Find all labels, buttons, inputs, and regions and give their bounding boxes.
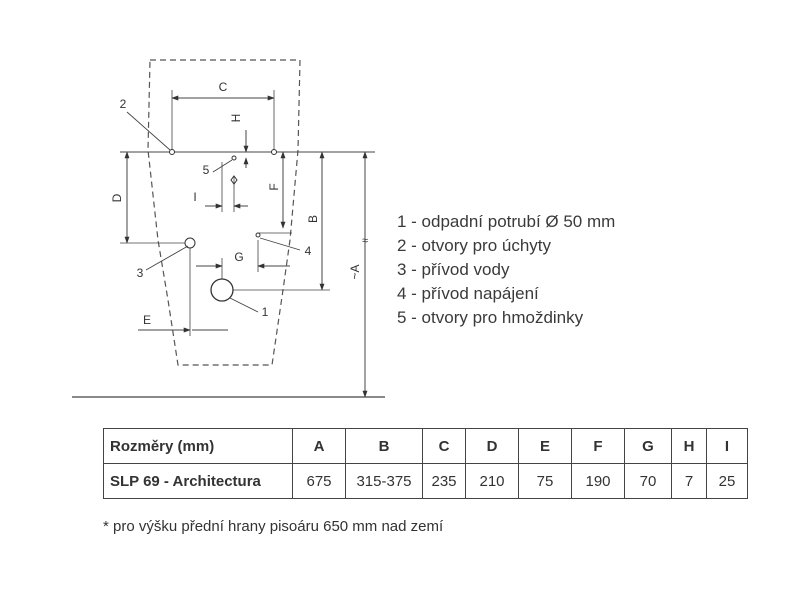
table-header-cell: A: [292, 428, 346, 464]
urinal-outline: [147, 59, 301, 366]
dimension-label-b: B: [306, 215, 320, 223]
callout-4: 4: [305, 244, 312, 258]
legend-item-power-supply: 4 - přívod napájení: [397, 284, 539, 303]
waste-pipe: [210, 278, 234, 302]
table-header-cell: H: [671, 428, 707, 464]
water-inlet: [184, 237, 196, 249]
table-cell: 235: [422, 463, 466, 499]
dimension-label-c: C: [219, 80, 228, 94]
leader-3: [145, 245, 189, 271]
table-cell: 210: [465, 463, 519, 499]
dimension-label-i: I: [193, 190, 196, 204]
dowel-hole: [231, 155, 237, 161]
leader-5: [212, 159, 233, 173]
table-cell: 25: [706, 463, 748, 499]
legend-item-waste-pipe: 1 - odpadní potrubí Ø 50 mm: [397, 212, 616, 231]
dimensions-table: Rozměry (mm) A B C D E F G H I SLP 69 - …: [103, 428, 748, 499]
table-cell: 7: [671, 463, 707, 499]
table-header-cell: E: [518, 428, 572, 464]
power-inlet: [255, 232, 261, 238]
leader-2: [126, 111, 171, 151]
table-cell: 190: [571, 463, 625, 499]
table-cell: 675: [292, 463, 346, 499]
table-cell: 75: [518, 463, 572, 499]
mounting-hole-right: [271, 149, 277, 155]
mounting-hole-left: [169, 149, 175, 155]
callout-3: 3: [137, 266, 144, 280]
dimension-label-g: G: [234, 250, 243, 264]
table-cell: 70: [624, 463, 672, 499]
table-header-cell: F: [571, 428, 625, 464]
callout-5: 5: [203, 163, 210, 177]
dimension-label-d: D: [110, 193, 124, 202]
technical-drawing: ~A ≈ B F C H D I G E 2 5 3 4: [72, 59, 385, 398]
leader-1: [229, 297, 259, 313]
legend-item-water-supply: 3 - přívod vody: [397, 260, 510, 279]
legend-item-dowel-holes: 5 - otvory pro hmoždinky: [397, 308, 584, 327]
table-cell: SLP 69 - Architectura: [103, 463, 293, 499]
table-header-cell: C: [422, 428, 466, 464]
dimension-label-f: F: [267, 183, 281, 190]
leader-4: [259, 237, 301, 251]
table-row: SLP 69 - Architectura 675 315-375 235 21…: [103, 463, 748, 499]
table-header-cell: B: [345, 428, 423, 464]
callout-2: 2: [120, 97, 127, 111]
legend: 1 - odpadní potrubí Ø 50 mm 2 - otvory p…: [397, 210, 615, 330]
callout-1: 1: [262, 305, 269, 319]
footnote: * pro výšku přední hrany pisoáru 650 mm …: [103, 518, 444, 535]
dimension-label-a: ~A: [348, 264, 362, 279]
table-header-cell: Rozměry (mm): [103, 428, 293, 464]
table-header-cell: G: [624, 428, 672, 464]
dowel-marker: [230, 175, 238, 185]
table-header-cell: I: [706, 428, 748, 464]
table-cell: 315-375: [345, 463, 423, 499]
approx-symbol: ≈: [362, 235, 368, 247]
dimension-label-h: H: [229, 114, 243, 123]
dimension-label-e: E: [143, 313, 151, 327]
table-header-cell: D: [465, 428, 519, 464]
table-header-row: Rozměry (mm) A B C D E F G H I: [103, 428, 748, 464]
legend-item-mounting-holes: 2 - otvory pro úchyty: [397, 236, 552, 255]
